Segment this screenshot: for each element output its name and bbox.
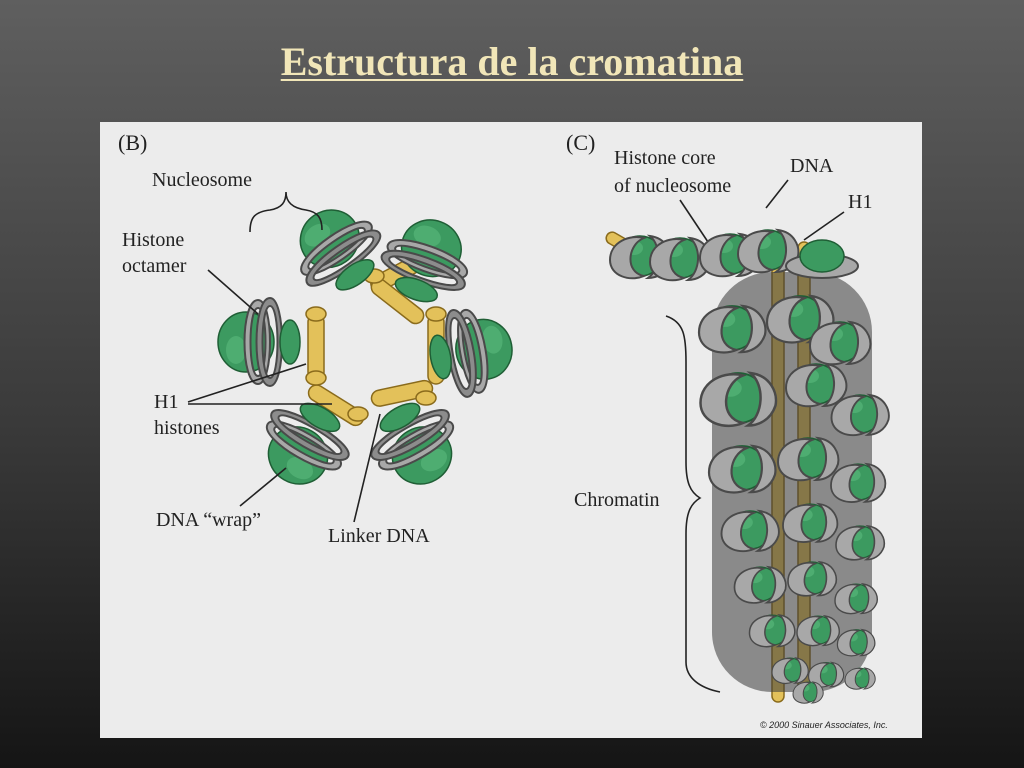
label-histone-octamer-1: Histone xyxy=(122,229,184,251)
figure-svg: (B) Nucleosome Histone octamer H1 histon… xyxy=(118,130,890,730)
label-h1: H1 xyxy=(848,191,872,213)
label-histone-core-1: Histone core xyxy=(614,147,716,169)
copyright-text: © 2000 Sinauer Associates, Inc. xyxy=(760,720,888,730)
leader-dna xyxy=(765,179,789,209)
label-nucleosome: Nucleosome xyxy=(152,169,252,191)
label-dna: DNA xyxy=(790,155,834,177)
nucleosome-6 xyxy=(217,297,301,387)
leader-histone-core xyxy=(679,199,713,249)
label-dna-wrap: DNA “wrap” xyxy=(156,509,261,531)
label-linker-dna: Linker DNA xyxy=(328,525,430,547)
label-histone-core-2: of nucleosome xyxy=(614,175,731,197)
panel-c-letter: (C) xyxy=(566,130,595,155)
label-h1-2: histones xyxy=(154,417,220,439)
leader-h1 xyxy=(803,211,845,241)
slide-title: Estructura de la cromatina xyxy=(280,39,744,84)
chromatin-fiber xyxy=(605,229,890,704)
panel-b-letter: (B) xyxy=(118,130,147,155)
leader-histone-octamer xyxy=(207,269,259,315)
leader-dna-wrap xyxy=(239,467,287,507)
leader-linker-dna xyxy=(353,413,381,523)
linker-dna-tubes xyxy=(305,252,447,427)
nucleosome-ring xyxy=(217,189,521,503)
leader-h1-a xyxy=(187,363,307,403)
chromatin-bracket xyxy=(665,315,721,693)
label-histone-octamer-2: octamer xyxy=(122,255,187,277)
nucleosome-bracket xyxy=(249,191,323,233)
label-h1-1: H1 xyxy=(154,391,178,413)
label-chromatin: Chromatin xyxy=(574,489,660,511)
chromatin-figure: (B) Nucleosome Histone octamer H1 histon… xyxy=(100,122,922,738)
